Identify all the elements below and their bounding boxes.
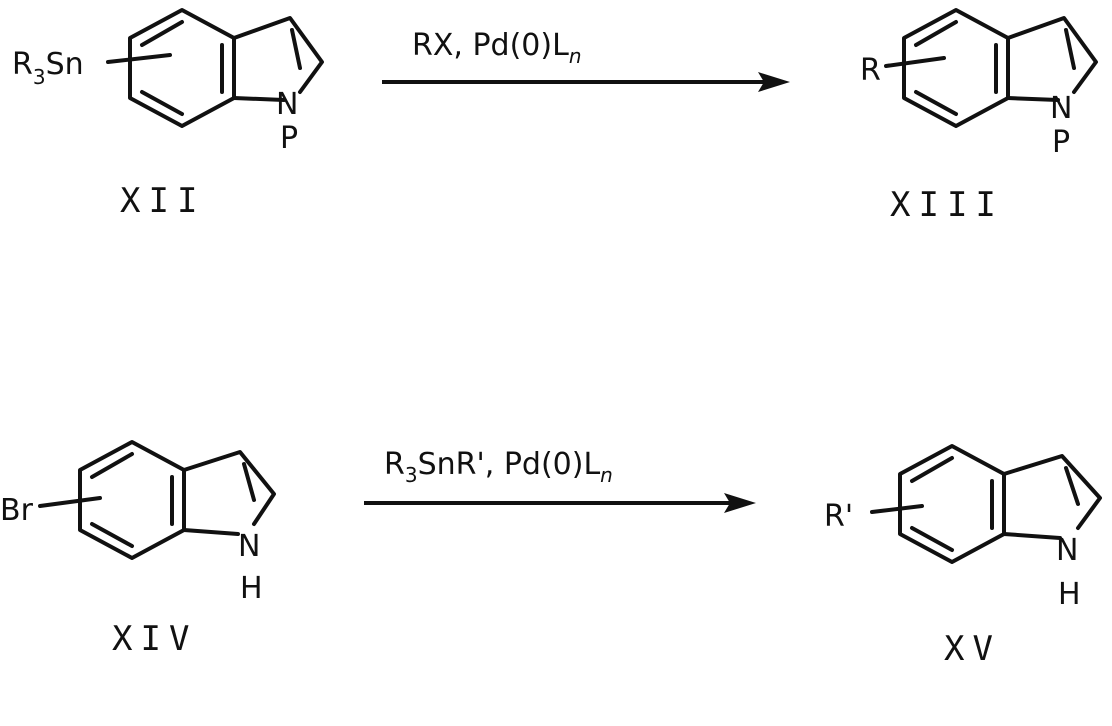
reagent-label-1: RX, Pd(0)Ln (412, 28, 582, 68)
n-group-xv: H (1058, 577, 1081, 612)
reaction-arrow-1: RX, Pd(0)Ln (382, 28, 790, 92)
compound-label-xiv: XIV (112, 619, 197, 659)
n-atom-xv: N (1056, 533, 1078, 568)
reagent-label-2: R3SnR', Pd(0)Ln (384, 447, 613, 487)
n-atom-xii: N (276, 87, 298, 122)
reaction-arrow-2: R3SnR', Pd(0)Ln (364, 447, 756, 513)
n-group-xiii: P (1052, 125, 1070, 160)
reaction-2: Br N H XIV R3SnR', Pd(0)Ln (0, 442, 1100, 669)
compound-xiv: Br N H XIV (0, 442, 274, 659)
substituent-bond-xii (108, 55, 170, 62)
compound-label-xiii: XIII (890, 185, 1004, 225)
n-atom-xiii: N (1050, 91, 1072, 126)
compound-xv: R' N H XV (824, 446, 1100, 669)
substituent-bond-xv (872, 506, 922, 512)
reaction-1: R3Sn N P XII RX, Pd(0)Ln (12, 10, 1096, 225)
substituent-bond-xiii (886, 58, 944, 66)
substituent-label-xv: R' (824, 499, 853, 534)
compound-xiii: R N P XIII (860, 10, 1096, 225)
substituent-label-xii: R3Sn (12, 47, 84, 89)
n-group-xiv: H (240, 571, 263, 606)
substituent-label-xiv: Br (0, 493, 34, 528)
n-atom-xiv: N (238, 529, 260, 564)
substituent-label-xiii: R (860, 53, 881, 88)
substituent-bond-xiv (40, 498, 100, 506)
compound-xii: R3Sn N P XII (12, 10, 322, 221)
compound-label-xii: XII (120, 181, 205, 221)
compound-label-xv: XV (944, 629, 1001, 669)
n-group-xii: P (280, 121, 298, 156)
